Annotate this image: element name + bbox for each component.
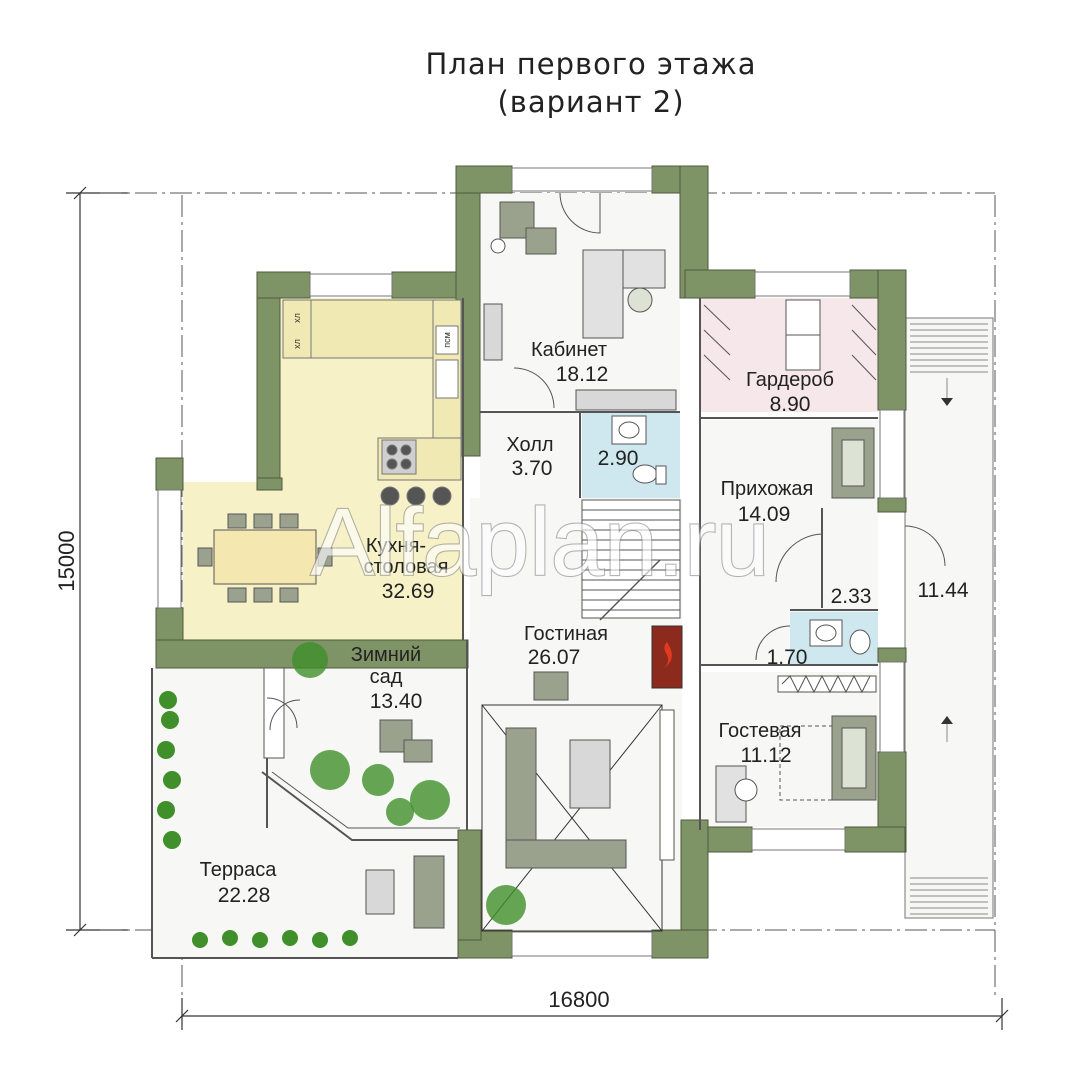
- guest-furniture: [715, 674, 877, 823]
- living-area: 26.07: [528, 646, 581, 669]
- hall-floor: [480, 413, 578, 498]
- plants: [157, 642, 526, 948]
- plan-title: План первого этажа: [425, 47, 756, 81]
- fridge-label-2: хл: [292, 339, 302, 349]
- hall-area: 3.70: [512, 457, 553, 480]
- garden-door-swing: [266, 697, 301, 731]
- bath1-area: 2.90: [598, 447, 639, 470]
- porch-arrow-top: [941, 398, 953, 406]
- storage-floor: [822, 508, 878, 608]
- office-area: 18.12: [556, 363, 609, 386]
- terrace-area: 22.28: [218, 884, 271, 907]
- entry-area: 14.09: [738, 503, 791, 526]
- kitchen-area: 32.69: [382, 580, 435, 603]
- interior-walls: [151, 298, 878, 959]
- guest-area: 11.12: [741, 744, 792, 767]
- winter-garden-area: 13.40: [370, 690, 423, 713]
- entry-furniture: [831, 427, 875, 499]
- front-door-swing: [904, 525, 946, 567]
- office-furniture: [483, 201, 677, 411]
- dimension-height: 15000: [54, 530, 79, 591]
- wardrobe-furniture: [703, 299, 877, 381]
- office-name: Кабинет: [531, 339, 607, 361]
- plan-subtitle: (вариант 2): [497, 85, 684, 119]
- storage-area: 2.33: [831, 585, 872, 608]
- kitchen-name-2: столовая: [364, 556, 449, 578]
- living-furniture: [481, 671, 675, 932]
- terrace-name: Терраса: [200, 859, 278, 881]
- office-door-swing-2: [513, 367, 555, 409]
- hall-name: Холл: [506, 434, 553, 456]
- kitchen-counter: [282, 299, 462, 506]
- living-name: Гостиная: [524, 623, 608, 645]
- bath2-fixtures: [809, 619, 871, 655]
- bath2-door-swing: [755, 625, 791, 661]
- wardrobe-name: Гардероб: [746, 369, 834, 391]
- fridge-label-1: хл: [292, 313, 302, 323]
- stairs: [581, 499, 681, 621]
- guest-name: Гостевая: [718, 720, 801, 742]
- entry-door-swing: [775, 533, 823, 583]
- office-door-swing: [559, 192, 601, 234]
- bath2-area: 1.70: [767, 646, 808, 669]
- dimension-lines: [66, 186, 1009, 1030]
- kitchen-name-1: Кухня-: [366, 535, 426, 557]
- porch-arrow-bottom: [941, 716, 953, 724]
- room-labels: Кухня- столовая 32.69 Кабинет 18.12 Холл…: [200, 339, 969, 907]
- fireplace: [651, 625, 683, 689]
- porch-floor: [904, 317, 994, 919]
- wardrobe-area: 8.90: [770, 393, 811, 416]
- entry-name: Прихожая: [721, 478, 814, 500]
- porch-area: 11.44: [918, 579, 969, 602]
- winter-garden-furniture: [261, 667, 460, 929]
- winter-garden-name-2: сад: [370, 666, 403, 688]
- dimension-width: 16800: [548, 987, 609, 1012]
- windows: [157, 167, 905, 957]
- watermark: Alfaplan.ru: [311, 489, 770, 596]
- dishwasher-label: псм: [442, 332, 452, 348]
- bath1-fixtures: [611, 415, 667, 485]
- dining-table: [197, 513, 333, 603]
- winter-garden-name-1: Зимний: [351, 644, 421, 666]
